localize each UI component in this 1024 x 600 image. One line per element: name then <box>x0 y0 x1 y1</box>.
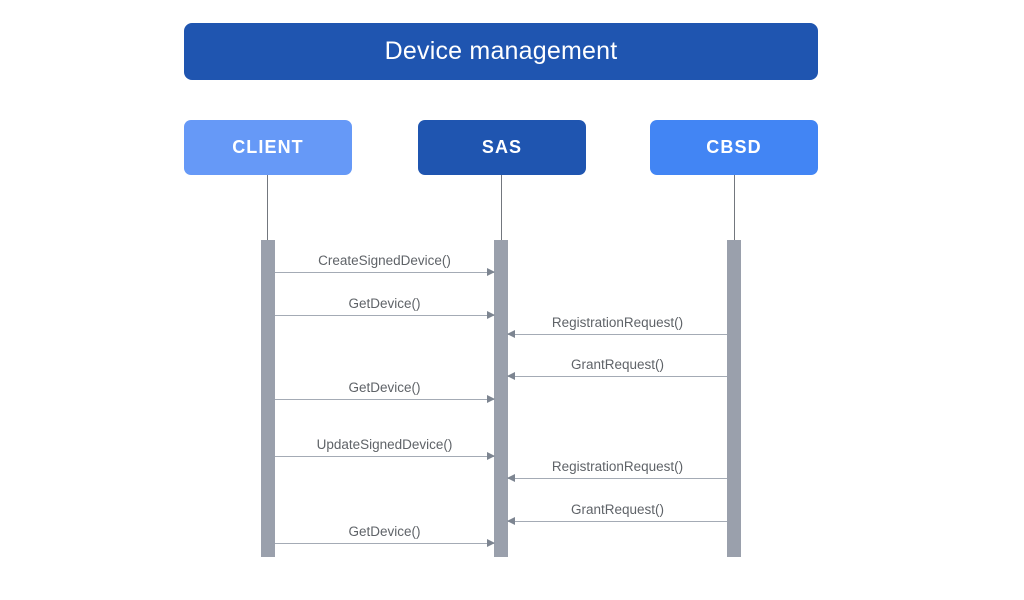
arrow-left-icon <box>507 330 515 338</box>
message-arrow[interactable]: UpdateSignedDevice() <box>275 437 495 460</box>
message-arrow[interactable]: GetDevice() <box>275 296 495 319</box>
message-label: GetDevice() <box>348 296 421 311</box>
message-arrow[interactable]: RegistrationRequest() <box>507 459 727 482</box>
message-arrow[interactable]: CreateSignedDevice() <box>275 253 495 276</box>
diagram-title-banner: Device management <box>184 23 818 80</box>
message-label: RegistrationRequest() <box>551 459 684 474</box>
activation-bar-cbsd <box>727 240 741 557</box>
message-arrow[interactable]: RegistrationRequest() <box>507 315 727 338</box>
message-label: GetDevice() <box>348 380 421 395</box>
message-arrow[interactable]: GrantRequest() <box>507 357 727 380</box>
message-label: CreateSignedDevice() <box>318 253 451 268</box>
message-arrow[interactable]: GetDevice() <box>275 380 495 403</box>
arrow-right-icon <box>487 268 495 276</box>
arrow-right-icon <box>487 452 495 460</box>
lifeline-cbsd <box>734 175 735 241</box>
arrow-right-icon <box>487 539 495 547</box>
participant-header-client[interactable]: CLIENT <box>184 120 352 175</box>
arrow-right-icon <box>487 311 495 319</box>
message-arrow[interactable]: GetDevice() <box>275 524 495 547</box>
activation-bar-sas <box>494 240 508 557</box>
participant-label-cbsd: CBSD <box>706 137 762 157</box>
message-label: UpdateSignedDevice() <box>316 437 453 452</box>
arrow-right-icon <box>487 395 495 403</box>
arrow-left-icon <box>507 517 515 525</box>
message-label: GrantRequest() <box>570 357 665 372</box>
lifeline-client <box>267 175 268 241</box>
message-arrow[interactable]: GrantRequest() <box>507 502 727 525</box>
arrow-left-icon <box>507 474 515 482</box>
activation-bar-client <box>261 240 275 557</box>
arrow-left-icon <box>507 372 515 380</box>
message-label: RegistrationRequest() <box>551 315 684 330</box>
message-label: GetDevice() <box>348 524 421 539</box>
lifeline-sas <box>501 175 502 241</box>
message-label: GrantRequest() <box>570 502 665 517</box>
diagram-title-text: Device management <box>384 37 618 65</box>
participant-header-cbsd[interactable]: CBSD <box>650 120 818 175</box>
participant-label-client: CLIENT <box>232 137 304 157</box>
participant-label-sas: SAS <box>481 137 523 157</box>
participant-header-sas[interactable]: SAS <box>418 120 586 175</box>
